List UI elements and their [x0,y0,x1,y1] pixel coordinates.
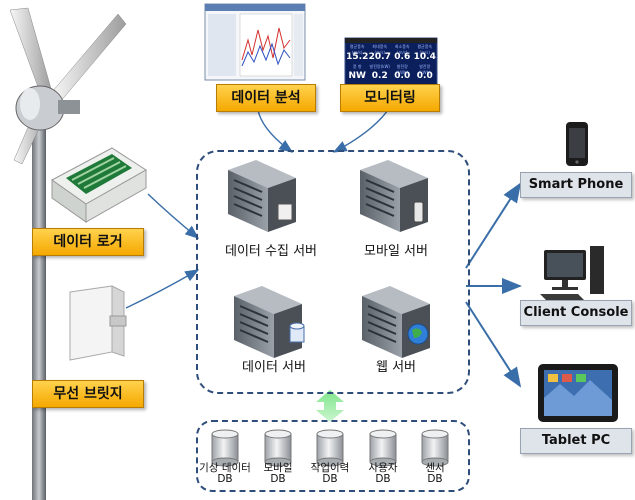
db-label-line1: 기상 데이터 [199,462,251,474]
arrow-logger-to-servers [147,193,200,239]
weather-db-icon [211,429,239,467]
arrow-monitoring-to-servers [332,109,389,153]
monitor-value: 0.2 [371,71,388,81]
user-db-label: 사용자 DB [358,463,408,485]
data-analysis-label: 데이터 분석 [216,84,316,112]
data-logger-label: 데이터 로거 [32,228,144,256]
monitor-value: 10.4 [413,52,436,62]
data-logger-icon [51,147,147,223]
sync-arrow-icon [316,390,344,422]
smart-phone-label: Smart Phone [520,172,632,198]
monitor-value: 20.7 [368,52,391,62]
db-label-line2: DB [270,473,286,485]
mobile-server-label: 모바일 서버 [364,244,428,259]
db-label-line2: DB [427,473,443,485]
mobile-server-icon [360,160,428,232]
db-label-line2: DB [322,473,338,485]
database-panel [196,420,470,492]
smart-phone-icon [566,122,588,166]
monitor-header: 최소풍속(m/s) [394,44,410,55]
web-server-icon [362,286,430,358]
monitoring-screen-icon [344,37,438,87]
data-collection-server-icon [228,160,296,232]
desktop-computer-icon [540,246,604,300]
wireless-bridge-icon [69,285,127,361]
data-analysis-screen-icon [204,3,306,81]
monitor-value: 15.2 [346,52,369,62]
work-history-db-icon [316,429,344,467]
monitor-header: 평균풍속(m/s) [349,44,365,55]
sensor-db-label: 센서 DB [410,463,460,485]
wireless-bridge-label: 무선 브릿지 [32,380,144,408]
db-label-line1: 사용자 [368,462,398,474]
monitor-header: 최대풍속(m/s) [372,44,388,55]
work-history-db-label: 작업이력 DB [305,463,355,485]
monitoring-label: 모니터링 [340,84,440,112]
arrow-to-smart-phone [465,182,522,269]
db-label-line2: DB [217,473,233,485]
monitor-value: NW [348,71,366,81]
monitor-header: 발전량(kW) [369,64,390,69]
tablet-pc-label: Tablet PC [520,428,632,454]
monitor-header: 풍 향 [352,64,362,69]
monitor-header: 평균풍속(m/s) [417,44,433,55]
client-console-label: Client Console [520,300,632,326]
sensor-db-icon [421,429,449,467]
server-panel [196,150,470,394]
web-server-label: 웹 서버 [375,360,416,375]
tablet-icon [538,364,618,422]
db-label-line2: DB [375,473,391,485]
monitor-header: 발전량(kWh) [396,64,409,75]
monitor-header: 발전량(kWh) [418,64,431,75]
data-collection-server-label: 데이터 수집 서버 [225,244,317,259]
mobile-db-icon [264,429,292,467]
monitor-value: 0.6 [394,52,411,62]
monitor-value: 0.0 [416,71,433,81]
monitoring-screen-table: 평균풍속(m/s) 최대풍속(m/s) 최소풍속(m/s) 평균풍속(m/s) … [346,44,436,86]
user-db-icon [369,429,397,467]
data-server-icon [234,286,305,358]
mobile-db-label: 모바일 DB [253,463,303,485]
data-server-label: 데이터 서버 [242,360,306,375]
db-label-line1: 모바일 [263,462,293,474]
weather-db-label: 기상 데이터 DB [194,463,256,485]
arrow-to-tablet-pc [465,301,522,388]
arrow-bridge-to-servers [125,269,200,309]
arrow-analysis-to-servers [257,109,294,153]
db-label-line1: 작업이력 [310,462,350,474]
monitor-value: 0.0 [394,71,411,81]
db-label-line1: 센서 [425,462,445,474]
